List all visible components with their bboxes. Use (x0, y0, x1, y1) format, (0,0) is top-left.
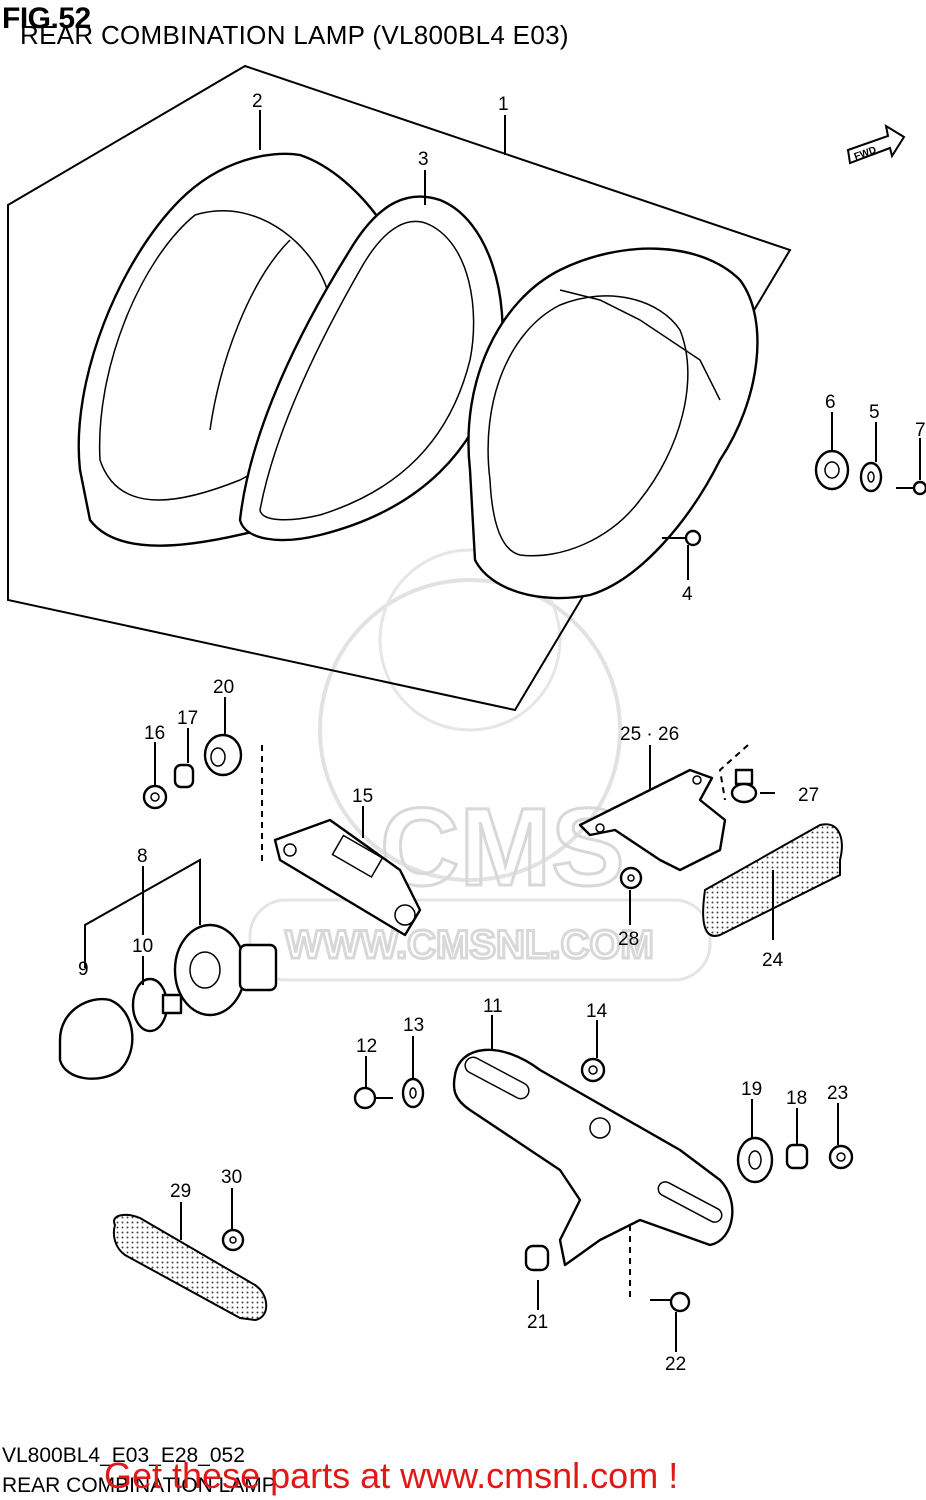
callout-20: 20 (213, 677, 234, 698)
watermark-brand: CMS (380, 786, 624, 909)
part-21-cap (524, 1244, 550, 1272)
callout-25-26: 25 · 26 (620, 724, 679, 745)
callout-11: 11 (483, 996, 503, 1017)
callout-10: 10 (132, 936, 153, 957)
callout-6: 6 (825, 392, 836, 413)
part-20-grommet (203, 733, 243, 777)
callout-1: 1 (498, 94, 509, 115)
part-15-bracket (273, 818, 422, 937)
part-7-screw (896, 480, 926, 496)
part-17-collar (173, 763, 195, 789)
figure-title: REAR COMBINATION LAMP (VL800BL4 E03) (20, 20, 569, 50)
callout-30: 30 (221, 1167, 242, 1188)
part-29-reflector (112, 1213, 268, 1322)
callout-5: 5 (869, 402, 880, 423)
callout-23: 23 (827, 1083, 848, 1104)
part-8-socket (173, 923, 278, 1017)
callout-13: 13 (403, 1015, 424, 1036)
callout-29: 29 (170, 1181, 191, 1202)
callout-28: 28 (618, 929, 639, 950)
callout-22: 22 (665, 1354, 686, 1375)
part-9-lens (58, 997, 134, 1080)
callout-12: 12 (356, 1036, 377, 1057)
callout-18: 18 (786, 1088, 807, 1109)
callout-2: 2 (252, 91, 263, 112)
diagram-caption: REAR COMBINATION LAMP (2, 1474, 276, 1497)
part-16-nut (142, 784, 168, 810)
part-3-gasket (238, 195, 504, 542)
part-10-bulb (131, 977, 183, 1033)
part-23-nut (828, 1144, 854, 1170)
callout-19: 19 (741, 1079, 762, 1100)
figure-number: FIG.52 (2, 2, 91, 35)
part-14-nut (580, 1057, 606, 1083)
part-28-nut (619, 866, 643, 890)
part-4-screw (662, 529, 702, 547)
callout-24: 24 (762, 950, 784, 971)
fwd-arrow-icon: FWD (846, 123, 906, 165)
callout-14: 14 (586, 1001, 608, 1022)
callout-4: 4 (682, 584, 693, 605)
part-6-grommet (814, 449, 850, 491)
part-5-washer (859, 461, 883, 493)
part-lamp-body (467, 247, 759, 600)
part-27-screw (730, 768, 758, 804)
callout-9: 9 (78, 959, 89, 980)
shop-link[interactable]: Get these parts at www.cmsnl.com ! (104, 1455, 679, 1496)
callout-17: 17 (177, 708, 198, 729)
part-11-bracket (452, 1048, 734, 1267)
part-30-nut (221, 1228, 245, 1252)
part-22-bolt (650, 1291, 691, 1313)
callout-8: 8 (137, 846, 148, 867)
part-13-washer (401, 1077, 425, 1109)
watermark-url: WWW.CMSNL.COM (285, 923, 654, 967)
callout-21: 21 (527, 1312, 548, 1333)
callout-15: 15 (352, 786, 373, 807)
callout-16: 16 (144, 723, 165, 744)
part-12-bolt (353, 1086, 393, 1110)
callout-27: 27 (798, 785, 819, 806)
callout-labels: 1 2 3 4 5 6 7 8 9 10 11 12 13 14 15 16 1… (78, 91, 926, 1375)
watermark: CMS WWW.CMSNL.COM (248, 548, 712, 982)
callout-3: 3 (418, 149, 429, 170)
diagram-code: VL800BL4_E03_E28_052 (2, 1444, 245, 1467)
leader-lines (84, 110, 921, 1352)
part-25-26-bracket (578, 768, 727, 872)
part-19-grommet (736, 1136, 774, 1184)
callout-7: 7 (915, 420, 926, 441)
part-18-collar (785, 1143, 809, 1170)
